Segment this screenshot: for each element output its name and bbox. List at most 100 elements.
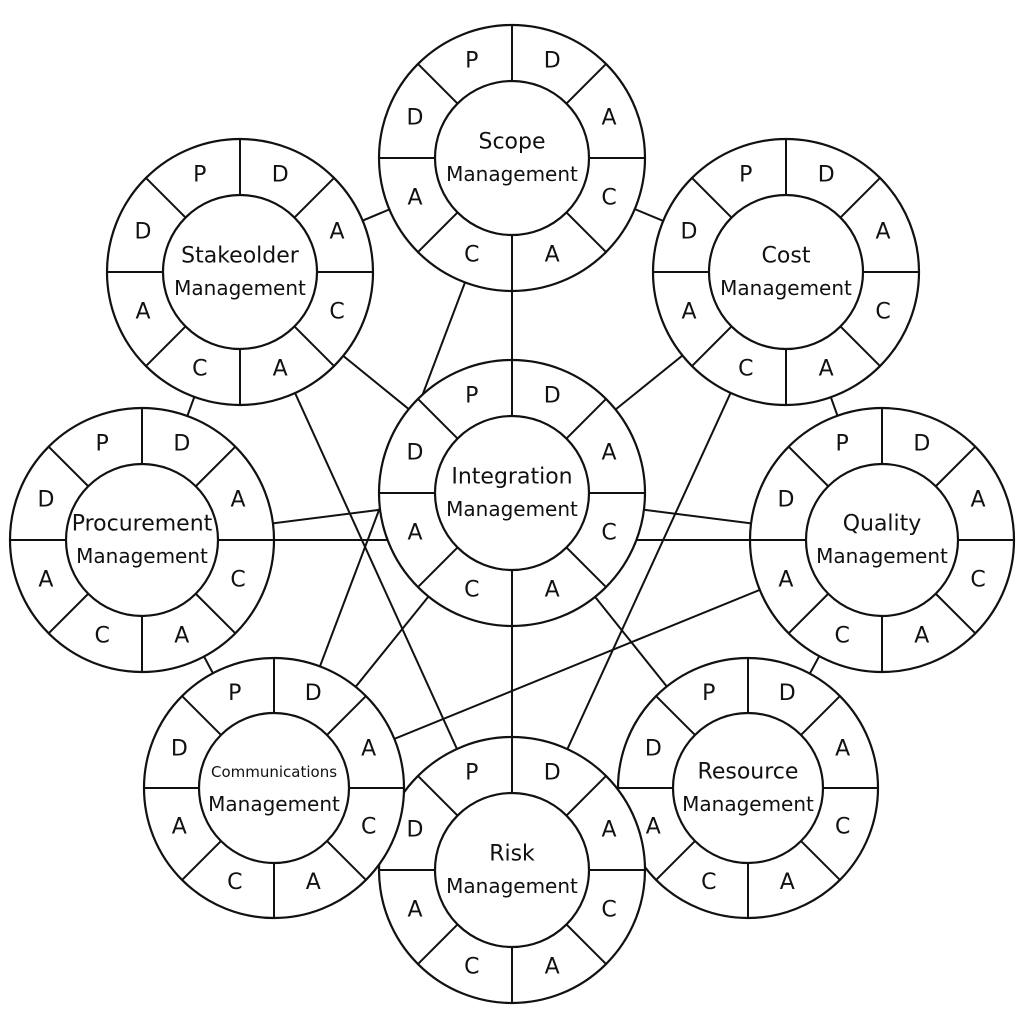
pdca-segment-label: C <box>192 357 207 382</box>
pdca-segment-label: C <box>95 624 110 649</box>
segment-divider <box>565 546 607 588</box>
segment-divider <box>181 840 222 881</box>
module-subtitle: Management <box>76 544 208 568</box>
pdca-segment-label: D <box>171 736 188 761</box>
pdca-segment-label: D <box>779 681 796 706</box>
module-subtitle: Management <box>174 276 306 300</box>
module-subtitle: Management <box>446 162 578 186</box>
segment-divider <box>417 63 459 105</box>
segment-divider <box>565 211 607 253</box>
segment-divider <box>691 177 733 219</box>
pdca-segment-label: D <box>544 48 561 73</box>
module-title: Communications <box>211 763 337 781</box>
pdca-segment-label: C <box>361 815 376 840</box>
segment-divider <box>565 398 607 440</box>
segment-divider <box>417 775 459 817</box>
pdca-segment-label: A <box>38 567 53 592</box>
pdca-segment-label: D <box>135 219 152 244</box>
segment-divider <box>47 593 89 635</box>
pdca-segment-label: P <box>739 162 752 187</box>
module-title: Procurement <box>72 512 213 537</box>
pdca-segment-label: A <box>545 578 560 603</box>
pdca-segment-label: P <box>836 431 849 456</box>
pdca-segment-label: C <box>738 357 753 382</box>
module-subtitle: Management <box>720 276 852 300</box>
pdca-segment-label: P <box>96 431 109 456</box>
segment-divider <box>195 445 237 487</box>
inner-circle <box>433 414 591 572</box>
pdca-segment-label: D <box>37 488 54 513</box>
pdca-segment-label: P <box>465 48 478 73</box>
pdca-segment-label: A <box>780 870 795 895</box>
module-subtitle: Management <box>816 544 948 568</box>
pdca-segment-label: A <box>545 243 560 268</box>
pdca-segment-label: A <box>361 736 376 761</box>
inner-circle <box>804 462 960 618</box>
segment-divider <box>417 546 459 588</box>
segment-divider <box>839 177 881 219</box>
inner-circle <box>161 193 319 351</box>
pdca-segment-label: C <box>329 300 344 325</box>
pdca-segment-label: C <box>875 300 890 325</box>
pdca-segment-label: D <box>913 431 930 456</box>
inner-circle <box>433 791 591 949</box>
pdca-segment-label: A <box>306 870 321 895</box>
pdca-segment-label: C <box>601 186 616 211</box>
pdca-segment-label: A <box>971 488 986 513</box>
pdca-segment-label: C <box>464 243 479 268</box>
module-subtitle: Management <box>446 497 578 521</box>
pdca-segment-label: A <box>135 300 150 325</box>
pdca-segment-label: P <box>465 760 478 785</box>
pdca-segment-label: A <box>231 488 246 513</box>
pdca-segment-label: A <box>914 624 929 649</box>
pdca-segment-label: D <box>305 681 322 706</box>
module-title: Cost <box>762 244 811 269</box>
pdca-segment-label: A <box>875 219 890 244</box>
segment-divider <box>565 923 607 965</box>
inner-circle <box>64 462 220 618</box>
pdca-segment-label: C <box>970 567 985 592</box>
segment-divider <box>787 593 829 635</box>
pdca-segment-label: C <box>835 624 850 649</box>
pdca-segment-label: A <box>601 817 616 842</box>
segment-divider <box>800 840 841 881</box>
pdca-segment-label: C <box>835 815 850 840</box>
inner-circle <box>671 711 825 865</box>
pdca-segment-label: C <box>227 870 242 895</box>
pdca-segment-label: A <box>545 955 560 980</box>
pdca-segment-label: D <box>544 383 561 408</box>
module-title: Resource <box>698 760 799 785</box>
pdca-segment-label: C <box>464 955 479 980</box>
pdca-segment-label: D <box>777 488 794 513</box>
pdca-segment-label: C <box>601 898 616 923</box>
segment-divider <box>145 177 187 219</box>
inner-circle <box>433 79 591 237</box>
pdca-segment-label: D <box>407 440 424 465</box>
segment-divider <box>326 840 367 881</box>
pdca-segment-label: P <box>228 681 241 706</box>
pdca-segment-label: A <box>172 815 187 840</box>
segment-divider <box>935 593 977 635</box>
module-subtitle: Management <box>446 874 578 898</box>
module-title: Quality <box>843 512 922 537</box>
pdca-segment-label: A <box>407 898 422 923</box>
pdca-segment-label: D <box>681 219 698 244</box>
segment-divider <box>145 325 187 367</box>
segment-divider <box>655 695 696 736</box>
pdca-segment-label: P <box>193 162 206 187</box>
pdca-segment-label: D <box>645 736 662 761</box>
pdca-segment-label: D <box>407 817 424 842</box>
pdca-segment-label: C <box>464 578 479 603</box>
segment-divider <box>800 695 841 736</box>
segment-divider <box>691 325 733 367</box>
pdca-segment-label: P <box>702 681 715 706</box>
